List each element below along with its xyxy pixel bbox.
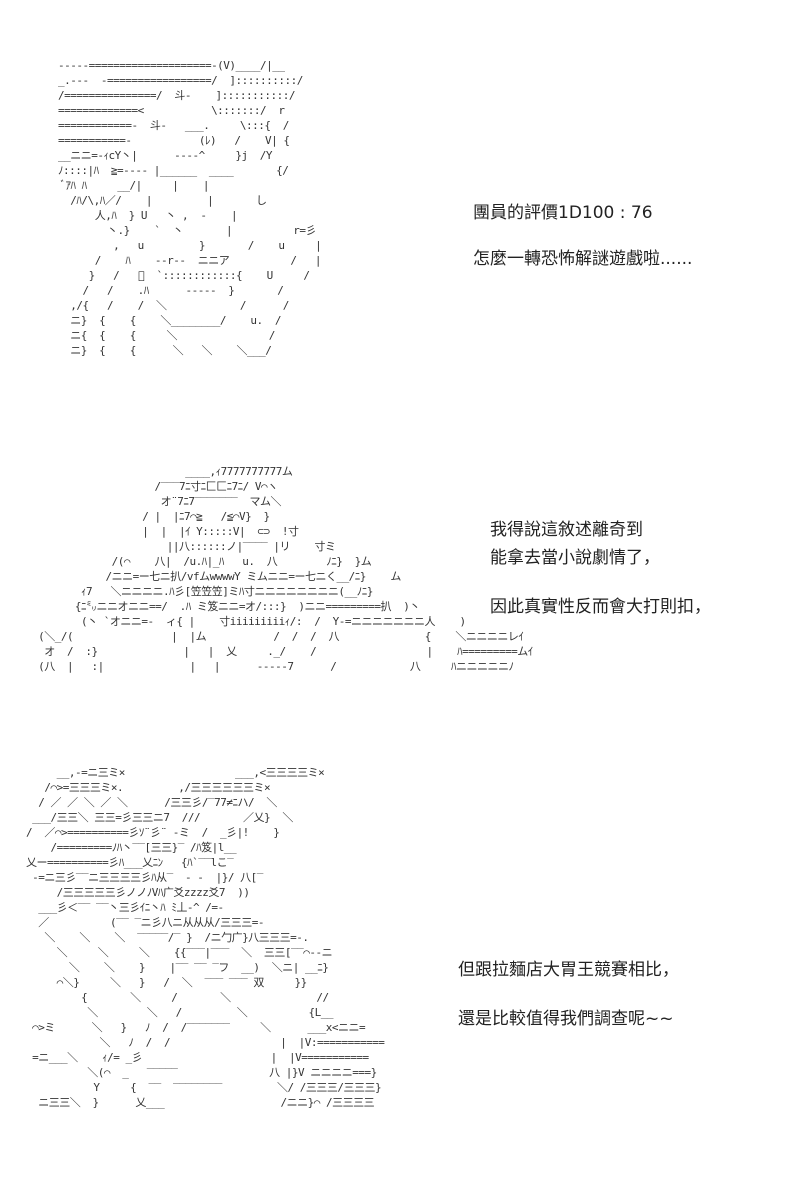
ascii-art-figure: __,-=ニ三ミ× ___,<三三三三ミ× /⌒>=三三三ミ×. ,/三三三三三…	[26, 766, 385, 1109]
ascii-art-face: -----====================-(V)____/|__ _.…	[58, 59, 322, 357]
panel-2: ____,ｨ7777777777ム /‾‾‾7ﾆ寸ﾆ匚匚ﾆ7ﾆ/ V⌒ヽ オ¨7…	[0, 450, 800, 730]
panel-3: __,-=ニ三ミ× ___,<三三三三ミ× /⌒>=三三三ミ×. ,/三三三三三…	[0, 755, 800, 1185]
caption-line-1: 我得說這敘述離奇到	[490, 520, 643, 540]
caption-line-1: 但跟拉麵店大胃王競賽相比，	[458, 960, 679, 980]
caption-rating: 團員的評價1D100 : 76	[473, 203, 653, 223]
panel-1: -----====================-(V)____/|__ _.…	[0, 40, 800, 440]
caption-line-3: 因此真實性反而會大打則扣，	[490, 597, 711, 617]
caption-comment: 怎麼一轉恐怖解謎遊戲啦......	[473, 249, 693, 269]
caption-line-2: 還是比較值得我們調查呢~~	[458, 1009, 674, 1029]
ascii-art-character: ____,ｨ7777777777ム /‾‾‾7ﾆ寸ﾆ匚匚ﾆ7ﾆ/ V⌒ヽ オ¨7…	[38, 465, 533, 673]
caption-line-2: 能拿去當小說劇情了，	[490, 548, 660, 568]
